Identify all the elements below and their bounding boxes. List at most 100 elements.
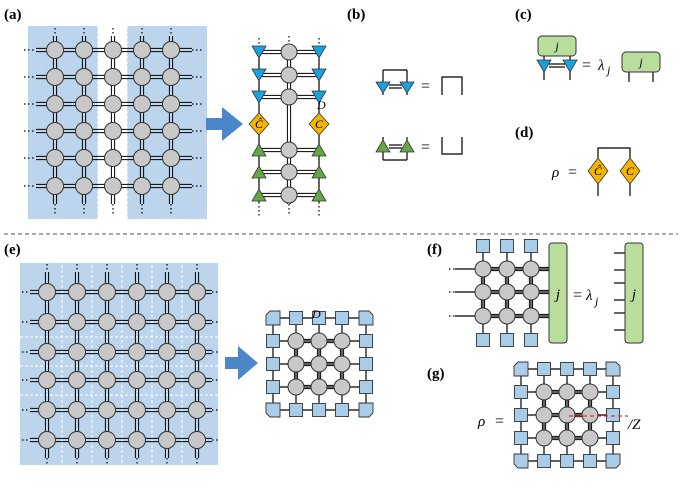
panel-label-d: (d) xyxy=(515,125,533,141)
lattice-site xyxy=(46,122,64,140)
edge-tensor xyxy=(606,408,620,422)
lattice-site xyxy=(280,186,298,204)
lattice-site xyxy=(287,355,305,373)
lattice-site xyxy=(75,177,93,195)
contraction-arrow-e xyxy=(225,346,258,380)
lattice-site xyxy=(162,95,180,113)
lattice-site xyxy=(133,95,151,113)
site-grid-e xyxy=(22,264,219,466)
corner-tensor xyxy=(513,453,529,469)
edge-tensor xyxy=(583,454,597,468)
panel-label-c: (c) xyxy=(515,7,532,23)
lattice-site xyxy=(188,431,206,449)
lattice-site xyxy=(280,163,298,181)
lattice-site xyxy=(310,332,328,350)
lattice-site xyxy=(333,355,351,373)
identity-top xyxy=(441,76,463,95)
lattice-site xyxy=(46,177,64,195)
lattice-site xyxy=(188,343,206,361)
panel-label-e: (e) xyxy=(4,242,21,258)
lattice-site xyxy=(280,66,298,84)
corner-tensor xyxy=(358,310,374,326)
lattice-site xyxy=(535,406,553,424)
lattice-site xyxy=(128,371,146,389)
lattice-site xyxy=(104,41,122,59)
lattice-site xyxy=(158,343,176,361)
edge-tensor xyxy=(537,454,551,468)
lattice-site xyxy=(133,68,151,86)
edge-tensor xyxy=(606,385,620,399)
lattice-site xyxy=(280,141,298,159)
edge-tensor xyxy=(289,403,303,417)
lattice-site xyxy=(75,122,93,140)
isometry-green xyxy=(311,165,327,179)
isometry-blue xyxy=(251,45,267,59)
corner-tensor-c-hat xyxy=(248,112,270,136)
lattice-site xyxy=(498,260,516,278)
rho-d: ρ xyxy=(551,165,559,181)
isometry-green xyxy=(311,143,327,157)
edge-tensor xyxy=(560,362,574,376)
lattice-site xyxy=(162,149,180,167)
edge-tensor xyxy=(359,380,373,394)
isometry-blue-left xyxy=(375,81,391,94)
lattice-site xyxy=(68,431,86,449)
edge-tensor xyxy=(266,334,280,348)
lattice-site xyxy=(98,371,116,389)
lattice-site xyxy=(38,371,56,389)
isometry-green-right xyxy=(399,139,415,153)
isometry-blue xyxy=(311,68,327,82)
corner-tensor xyxy=(605,453,621,469)
edge-tensor xyxy=(359,334,373,348)
lambda-c: λ xyxy=(597,58,605,74)
lattice-site xyxy=(104,149,122,167)
lattice-site xyxy=(68,313,86,331)
lattice-site xyxy=(162,68,180,86)
lattice-site xyxy=(581,429,599,447)
lattice-site xyxy=(46,149,64,167)
edge-tensor xyxy=(312,403,326,417)
lattice-site xyxy=(522,283,540,301)
lattice-site xyxy=(333,378,351,396)
equals-sign-f: = xyxy=(573,287,582,304)
edge-tensor xyxy=(524,333,538,347)
edge-tensor xyxy=(524,239,538,253)
lattice-site xyxy=(68,371,86,389)
lattice-site xyxy=(98,401,116,419)
edge-tensor xyxy=(335,311,349,325)
lattice-site xyxy=(98,343,116,361)
edge-tensor xyxy=(359,357,373,371)
lattice-site xyxy=(581,383,599,401)
isometry-blue-c-right xyxy=(562,59,578,73)
lattice-site xyxy=(128,283,146,301)
edge-tensor xyxy=(266,380,280,394)
isometry-blue xyxy=(311,45,327,59)
c-hat-label-a: Ĉ xyxy=(255,117,264,131)
lattice-site xyxy=(280,43,298,61)
corner-tensor xyxy=(358,402,374,418)
panel-label-f: (f) xyxy=(427,242,442,258)
edge-tensor xyxy=(335,403,349,417)
lattice-site xyxy=(75,68,93,86)
boundary-label-f-left: j xyxy=(554,287,560,303)
site-grid-a xyxy=(24,28,203,215)
isometry-green xyxy=(251,165,267,179)
edge-tensor xyxy=(500,333,514,347)
edge-tensor xyxy=(514,431,528,445)
panel-label-b: (b) xyxy=(347,7,365,23)
lattice-site xyxy=(310,355,328,373)
c-hat-label-d: Ĉ xyxy=(594,164,603,178)
lattice-site xyxy=(558,406,576,424)
lattice-site xyxy=(38,401,56,419)
isometry-blue xyxy=(251,90,267,104)
edge-tensor xyxy=(560,454,574,468)
boundary-vector-c-left xyxy=(537,35,577,57)
boundary-vector-c-right xyxy=(621,51,661,73)
rho-g: ρ xyxy=(477,414,485,430)
lattice-site xyxy=(75,149,93,167)
lattice-site xyxy=(75,41,93,59)
lattice-site xyxy=(104,95,122,113)
lattice-site xyxy=(104,177,122,195)
lattice-site xyxy=(46,41,64,59)
edge-tensor xyxy=(537,362,551,376)
